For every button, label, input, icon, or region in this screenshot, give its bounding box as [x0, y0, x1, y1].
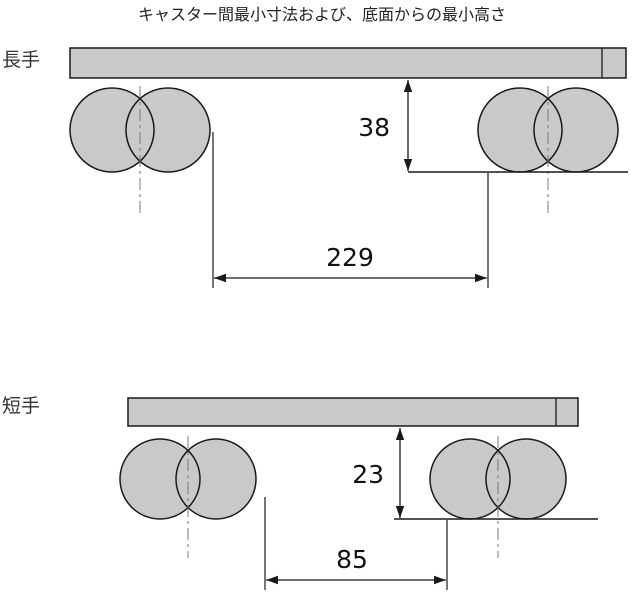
caster-pair-long-left	[69, 86, 211, 213]
caster-pair-long-right	[477, 86, 619, 213]
caster-pair-short-right	[429, 436, 567, 558]
height-dimension-value: 23	[352, 460, 384, 489]
caster-wheel-outline	[125, 87, 211, 173]
span-dimension-value: 229	[326, 243, 374, 272]
base-bar-long	[69, 47, 627, 79]
span-dimension-value: 85	[336, 545, 368, 574]
long-side-label: 長手	[2, 49, 40, 71]
caster-wheel	[430, 439, 510, 519]
caster-pair-short-left	[119, 436, 257, 558]
caster-wheel	[486, 439, 566, 519]
diagram-title: キャスター間最小寸法および、底面からの最小高さ	[138, 5, 506, 24]
caster-wheel-outline	[175, 438, 257, 520]
height-dimension-value: 38	[358, 113, 390, 142]
diagram-long-side: 長手	[2, 47, 628, 288]
short-side-label: 短手	[2, 395, 40, 417]
span-dimension-long: 229	[212, 132, 489, 288]
caster-wheel	[126, 88, 210, 172]
caster-wheel-outline	[119, 438, 201, 520]
diagram-short-side: 短手	[2, 395, 598, 590]
height-dimension-long: 38	[358, 80, 413, 171]
span-dimension-short: 85	[264, 497, 448, 590]
height-dimension-short: 23	[352, 428, 405, 518]
caster-wheel-outline	[69, 87, 155, 173]
base-bar-short	[127, 397, 579, 427]
caster-wheel	[176, 439, 256, 519]
caster-wheel	[534, 88, 618, 172]
caster-wheel	[120, 439, 200, 519]
